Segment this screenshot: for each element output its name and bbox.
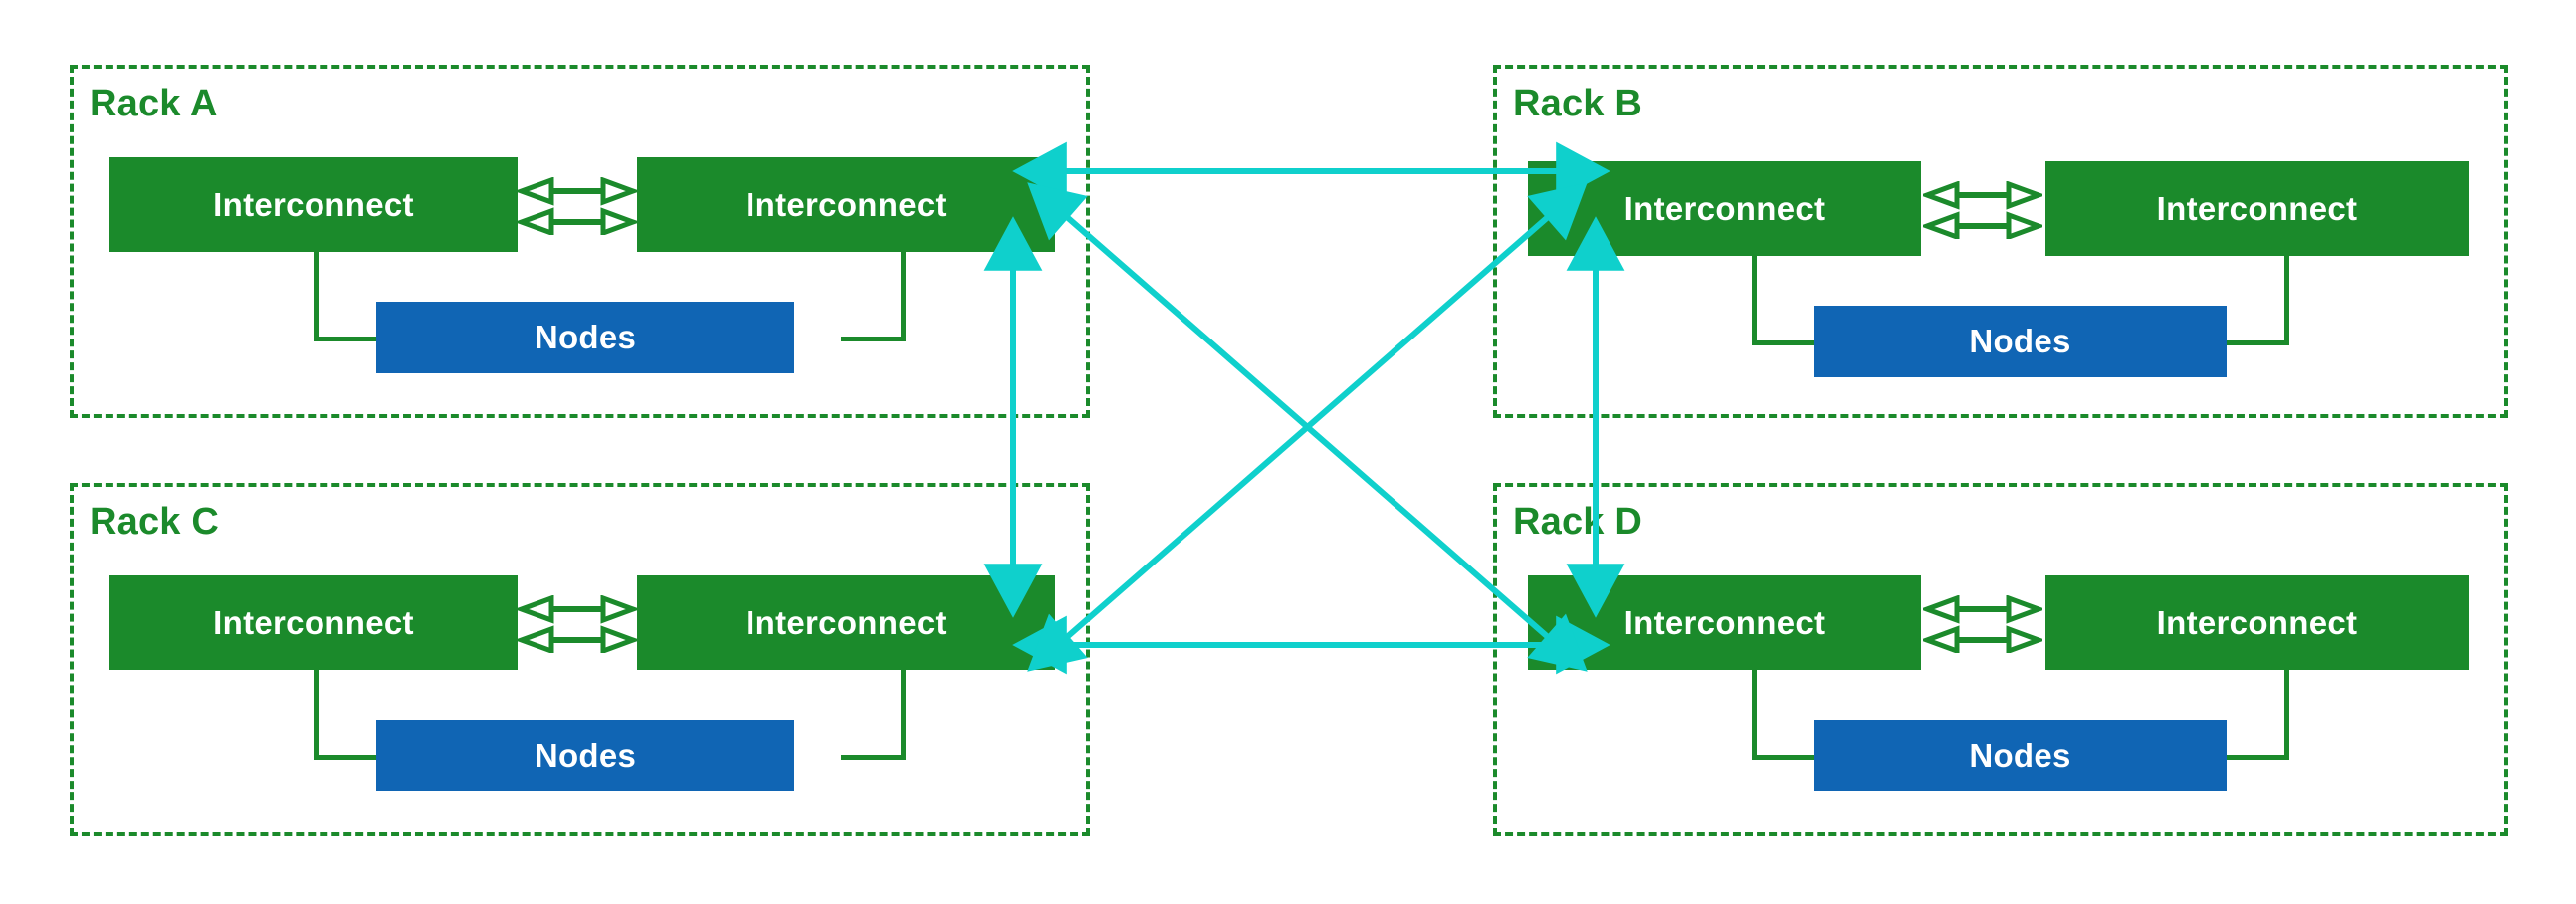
rack-a-interconnect-right[interactable]: Interconnect [637, 157, 1055, 252]
rack-a-interconnect-left[interactable]: Interconnect [109, 157, 518, 252]
rack-b-nodes-label: Nodes [1969, 323, 2071, 359]
rack-a-interconnect-left-label: Interconnect [213, 185, 414, 223]
rack-c-right-node-connector [841, 670, 906, 760]
rack-b-intra-link [1919, 180, 2046, 241]
rack-a-left-node-connector [314, 252, 378, 341]
rack-c-label: Rack C [90, 501, 220, 543]
rack-a-right-node-connector [841, 252, 906, 341]
rack-a-nodes-label: Nodes [534, 319, 637, 355]
rack-b-interconnect-left[interactable]: Interconnect [1528, 161, 1921, 256]
rack-d-right-node-connector [2225, 670, 2289, 760]
link-a-d [1027, 182, 1588, 672]
rack-d-nodes-label: Nodes [1969, 737, 2071, 774]
rack-d-left-node-connector [1752, 670, 1817, 760]
rack-c-interconnect-right[interactable]: Interconnect [637, 575, 1055, 670]
rack-b-interconnect-left-label: Interconnect [1623, 189, 1825, 227]
rack-d-nodes[interactable]: Nodes [1814, 720, 2227, 791]
rack-c-intra-link [514, 594, 641, 655]
rack-c-left-node-connector [314, 670, 378, 760]
rack-b-left-node-connector [1752, 256, 1817, 345]
rack-c-interconnect-right-label: Interconnect [746, 603, 947, 641]
rack-d-label: Rack D [1513, 501, 1643, 543]
rack-c-interconnect-left-label: Interconnect [213, 603, 414, 641]
rack-c-nodes[interactable]: Nodes [376, 720, 794, 791]
rack-b-nodes[interactable]: Nodes [1814, 306, 2227, 377]
rack-d-interconnect-right[interactable]: Interconnect [2045, 575, 2469, 670]
rack-d-interconnect-left[interactable]: Interconnect [1528, 575, 1921, 670]
rack-d-intra-link [1919, 594, 2046, 655]
rack-a-interconnect-right-label: Interconnect [746, 185, 947, 223]
rack-b-interconnect-right-label: Interconnect [2156, 189, 2358, 227]
rack-a-label: Rack A [90, 83, 218, 124]
link-c-b [1027, 182, 1588, 672]
rack-a-intra-link [514, 176, 641, 237]
rack-b-right-node-connector [2225, 256, 2289, 345]
rack-d-interconnect-left-label: Interconnect [1623, 603, 1825, 641]
rack-c-interconnect-left[interactable]: Interconnect [109, 575, 518, 670]
rack-a-nodes[interactable]: Nodes [376, 302, 794, 373]
rack-d-interconnect-right-label: Interconnect [2156, 603, 2358, 641]
rack-c-nodes-label: Nodes [534, 737, 637, 774]
rack-b-interconnect-right[interactable]: Interconnect [2045, 161, 2469, 256]
rack-b-label: Rack B [1513, 83, 1643, 124]
